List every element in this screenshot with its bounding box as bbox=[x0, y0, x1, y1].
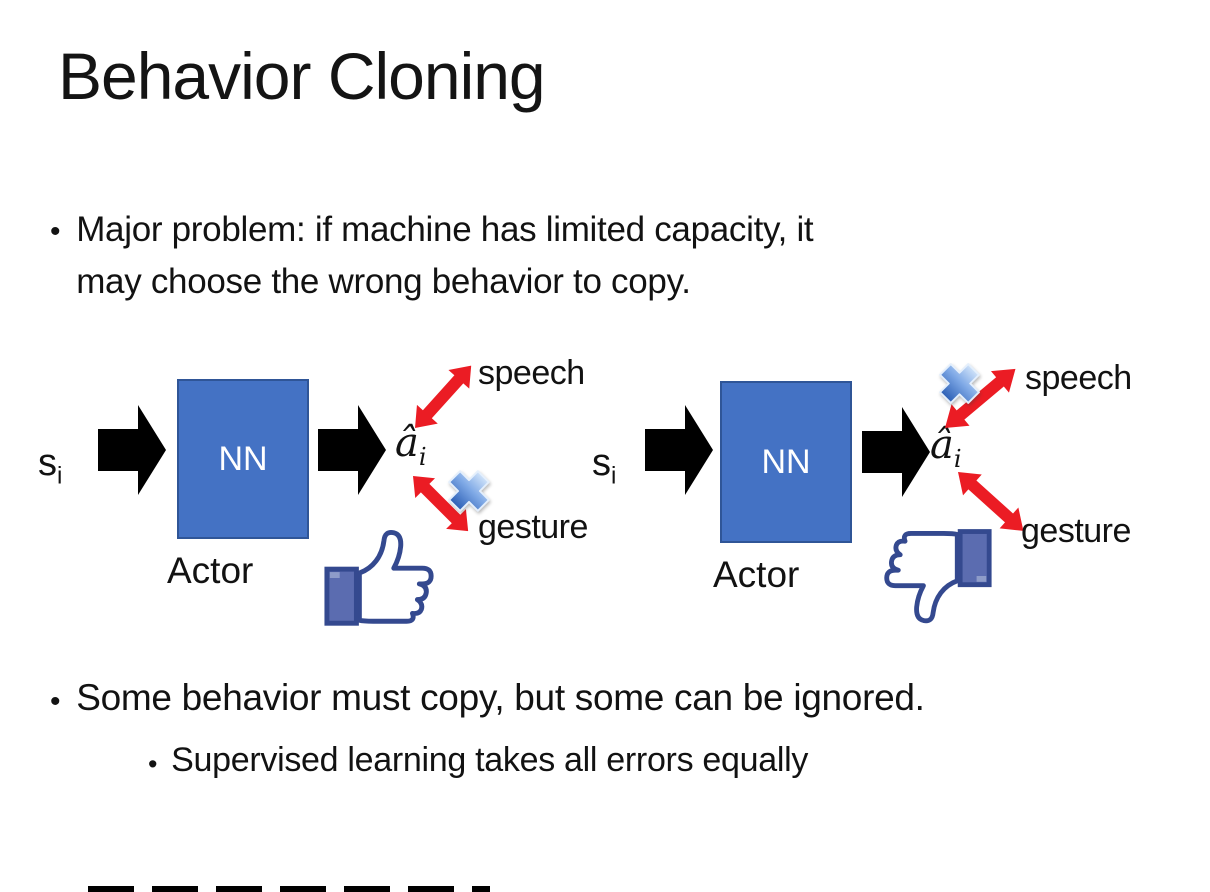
input-arrow-icon bbox=[98, 405, 166, 495]
branch-label-gesture: gesture bbox=[478, 508, 588, 546]
nn-label: NN bbox=[761, 442, 811, 481]
bullet-text: Some behavior must copy, but some can be… bbox=[76, 677, 925, 718]
cross-out-icon bbox=[448, 470, 490, 512]
action-label: âi bbox=[395, 420, 427, 471]
speech-arrow-icon bbox=[415, 365, 472, 428]
bullet-supervised: • Supervised learning takes all errors e… bbox=[148, 738, 808, 786]
branch-label-speech: speech bbox=[478, 354, 585, 392]
nn-box: NN bbox=[177, 379, 309, 539]
action-label: âi bbox=[930, 422, 962, 473]
actor-diagram-right: si NN âi speech gesture Actor bbox=[585, 350, 1175, 650]
bullet-marker: • bbox=[148, 749, 158, 779]
input-arrow-icon bbox=[645, 405, 713, 495]
bullet-text: Supervised learning takes all errors equ… bbox=[171, 741, 809, 779]
nn-box: NN bbox=[720, 381, 852, 543]
bullet-marker: • bbox=[50, 685, 61, 718]
cross-out-icon bbox=[939, 363, 980, 404]
bullet-some-behavior: • Some behavior must copy, but some can … bbox=[50, 674, 925, 726]
thumbs-down-icon bbox=[884, 529, 992, 624]
speech-arrow-icon bbox=[945, 368, 1016, 428]
actor-caption: Actor bbox=[167, 550, 254, 591]
action-subscript: i bbox=[418, 443, 427, 471]
gesture-arrow-icon bbox=[958, 471, 1024, 531]
output-arrow-icon bbox=[318, 405, 386, 495]
state-subscript: i bbox=[611, 462, 617, 490]
bullet-major-problem: • Major problem: if machine has limited … bbox=[50, 204, 814, 308]
branch-label-speech: speech bbox=[1025, 359, 1132, 397]
state-label: si bbox=[38, 442, 63, 490]
clipped-text-fragment bbox=[88, 886, 490, 892]
output-arrow-icon bbox=[862, 407, 930, 497]
actor-diagram-left: si NN âi speech gesture Actor bbox=[38, 350, 628, 650]
thumbs-up-icon bbox=[324, 530, 434, 626]
bullet-line-1: Major problem: if machine has limited ca… bbox=[76, 210, 814, 249]
branch-label-gesture: gesture bbox=[1021, 512, 1131, 550]
bullet-text: Major problem: if machine has limited ca… bbox=[76, 204, 813, 308]
bullet-marker: • bbox=[50, 215, 61, 248]
slide-title: Behavior Cloning bbox=[58, 39, 546, 113]
state-label: si bbox=[592, 442, 617, 490]
action-subscript: i bbox=[953, 445, 962, 473]
state-subscript: i bbox=[57, 462, 63, 490]
gesture-arrow-icon bbox=[413, 476, 469, 532]
actor-caption: Actor bbox=[713, 554, 800, 595]
nn-label: NN bbox=[218, 439, 268, 478]
bullet-line-2: may choose the wrong behavior to copy. bbox=[76, 262, 691, 301]
